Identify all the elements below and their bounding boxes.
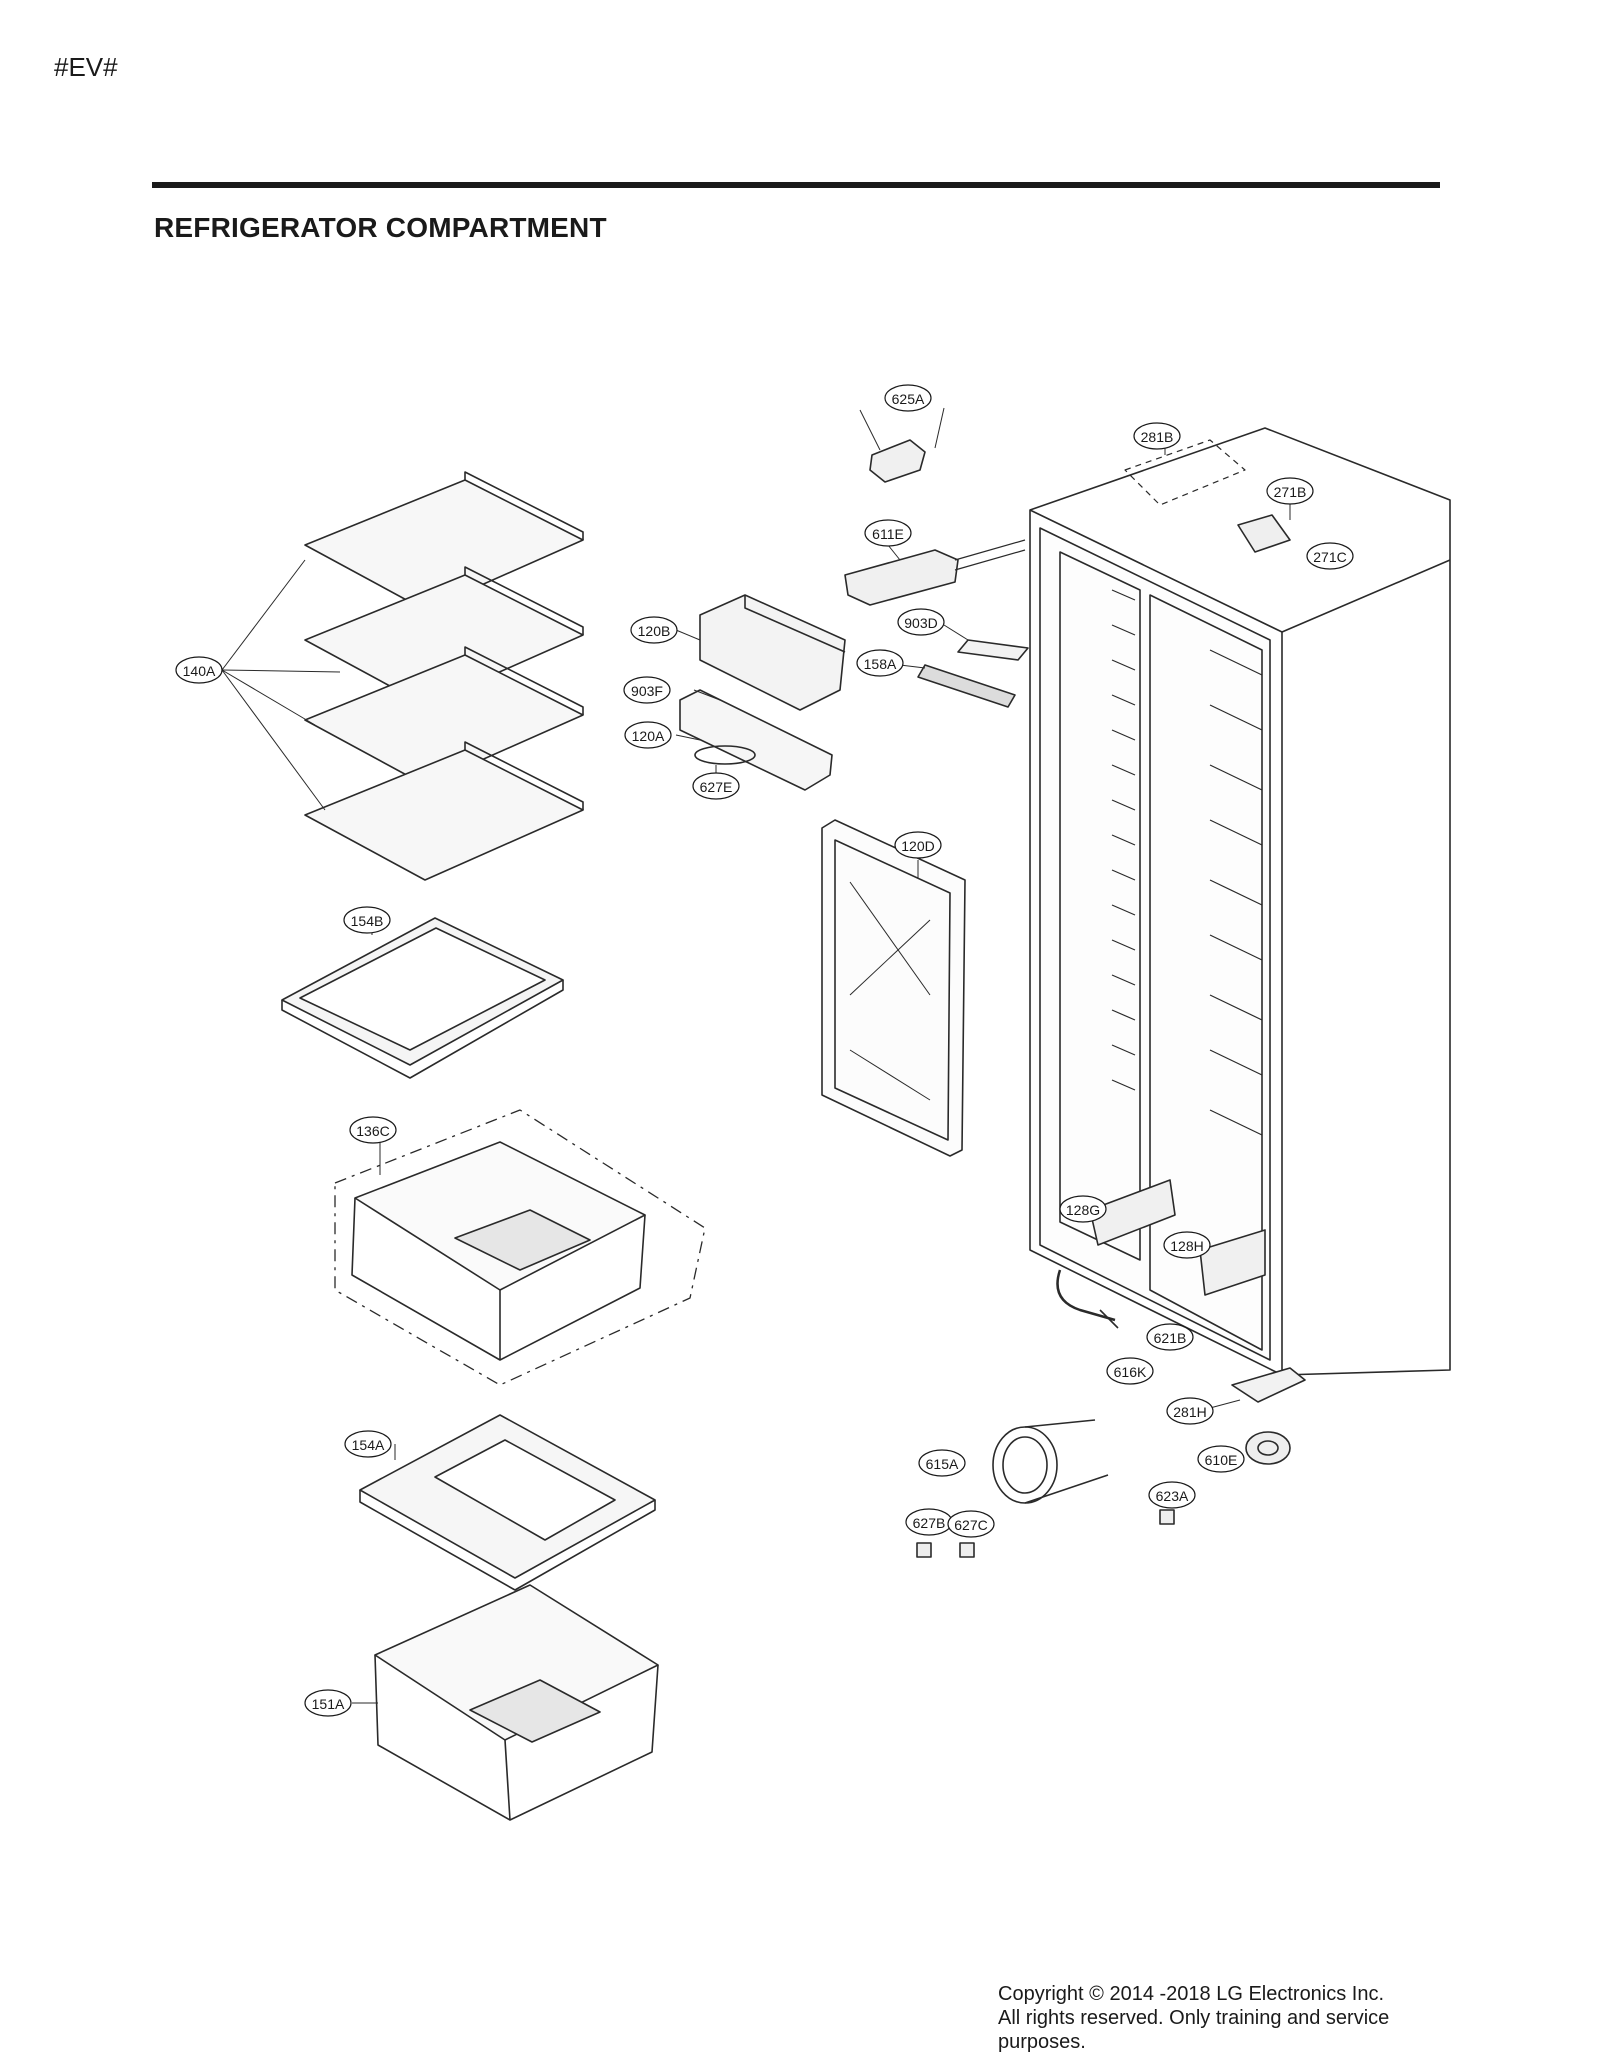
callout-136C [349,1116,397,1144]
shelf-glass-group [221,471,584,881]
callout-text: 627E [700,779,733,795]
callout-text: 610E [1205,1452,1238,1468]
callout-903F [623,676,671,704]
callout-623A [1148,1481,1196,1509]
callout-text: 623A [1156,1488,1189,1504]
callout-text: 903D [904,615,937,631]
callout-text: 281H [1173,1404,1206,1420]
sensor-module [859,407,945,483]
callout-text: 903F [631,683,663,699]
crisper-drawer-assembly [334,1109,706,1386]
callout-text: 154B [351,913,384,929]
callout-text: 158A [864,656,897,672]
tube-clip [916,1509,1175,1558]
callout-text: 621B [1154,1330,1187,1346]
hinge-bracket [1209,1367,1306,1409]
page-title: REFRIGERATOR COMPARTMENT [154,212,607,243]
callout-627C [947,1510,995,1538]
lamp-housing [844,539,1026,606]
callout-271C [1306,542,1354,570]
callout-616K [1106,1357,1154,1385]
callout-text: 616K [1114,1364,1147,1380]
callout-154A [344,1430,392,1458]
callout-120D [894,831,942,859]
roller-wheel [1245,1431,1291,1465]
glass-shelf [304,749,584,881]
copyright-notice: Copyright © 2014 -2018 LG Electronics In… [998,1982,1438,2054]
callout-281B [1133,422,1181,450]
water-tube-coil [992,1419,1109,1504]
callout-text: 128G [1066,1202,1100,1218]
callout-text: 281B [1141,429,1174,445]
callout-128H [1163,1231,1211,1259]
copyright-line: Copyright © 2014 -2018 LG Electronics In… [998,1983,1385,2005]
callout-text: 271C [1313,549,1346,565]
callout-text: 120B [638,623,671,639]
rear-panel [821,819,966,1157]
copyright-line: purposes. [998,2031,1086,2053]
lower-drawer [352,1584,659,1821]
callout-281H [1166,1397,1214,1425]
header-rule [152,182,1440,188]
callout-text: 120A [632,728,665,744]
refrigerator-cabinet [1029,427,1451,1376]
shelf-frame [281,910,564,1079]
callout-627E [692,772,740,800]
callout-text: 627C [954,1517,987,1533]
callout-615A [918,1449,966,1477]
copyright-line: All rights reserved. Only training and s… [998,2007,1390,2029]
callout-610E [1197,1445,1245,1473]
callout-text: 615A [926,1456,959,1472]
callout-625A [884,384,932,412]
callout-140A [175,656,223,684]
callout-text: 625A [892,391,925,407]
control-cover [675,689,833,791]
callout-text: 136C [356,1123,389,1139]
callout-text: 154A [352,1437,385,1453]
callout-text: 271B [1274,484,1307,500]
callout-text: 611E [872,526,904,542]
callout-128G [1059,1195,1107,1223]
pantry-shelf [359,1414,656,1591]
callout-151A [304,1689,352,1717]
callout-621B [1146,1323,1194,1351]
callout-text: 151A [312,1696,345,1712]
callout-text: 120D [901,838,934,854]
callout-271B [1266,477,1314,505]
callout-120A [624,721,672,749]
callout-154B [343,906,391,934]
control-box [675,594,846,711]
insulation-strip [943,624,1029,661]
callout-611E [864,519,912,547]
callout-903D [897,608,945,636]
air-louver [899,664,1016,708]
callout-text: 128H [1170,1238,1203,1254]
callout-text: 627B [913,1515,946,1531]
callout-158A [856,649,904,677]
callout-120B [630,616,678,644]
callout-text: 140A [183,663,216,679]
page-code: #EV# [54,52,118,82]
